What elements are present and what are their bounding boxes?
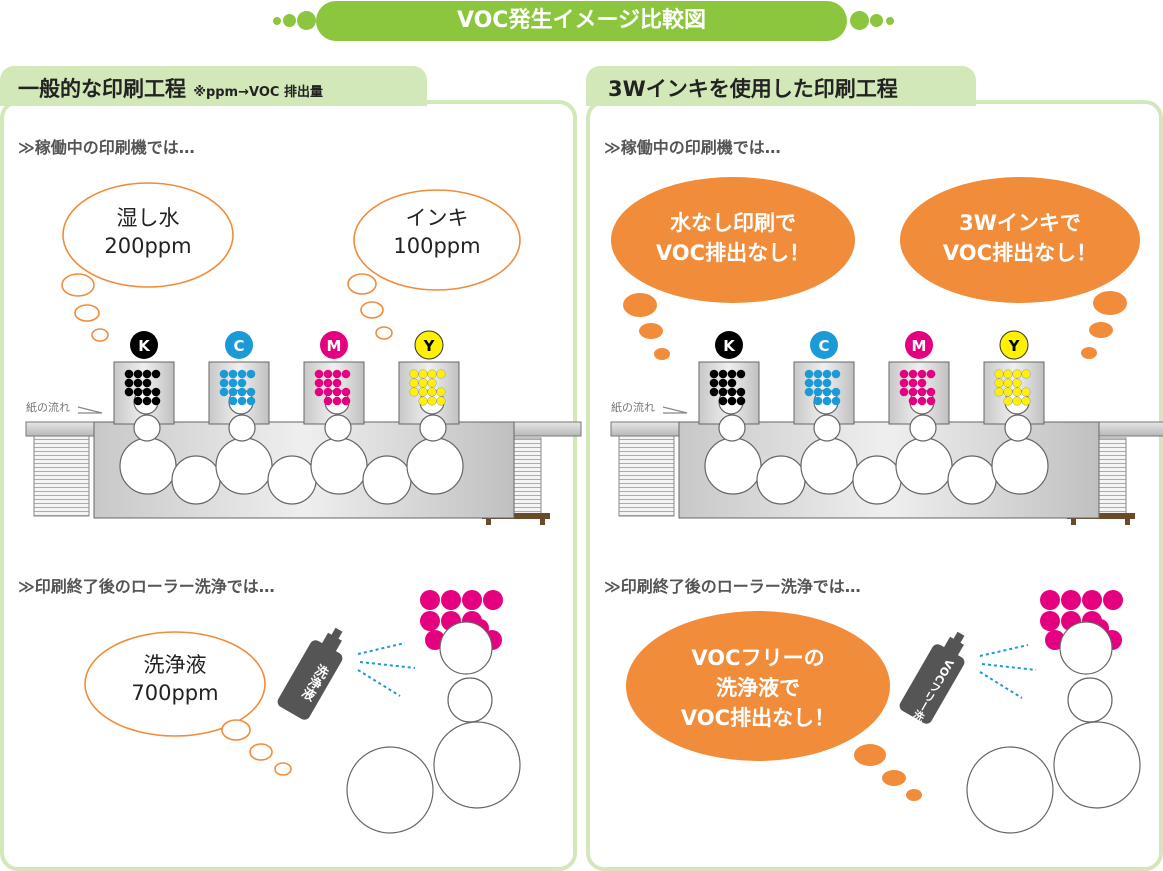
ink-m-label: M xyxy=(912,337,927,355)
ink-y-label: Y xyxy=(423,337,436,355)
ink-c-label: C xyxy=(818,337,829,355)
left-spray-can: 洗浄液 xyxy=(277,627,343,720)
left-cleaning-label: ≫印刷終了後のローラー洗浄では… xyxy=(18,577,275,596)
ink-k-label: K xyxy=(138,337,151,355)
right-bubble1-line2: VOC排出なし！ xyxy=(656,241,810,265)
left-header: 一般的な印刷工程 ※ppm→VOC 排出量 xyxy=(18,73,323,103)
ink-k-label: K xyxy=(723,337,736,355)
left-paper-flow: 紙の流れ xyxy=(26,400,70,414)
left-bubble3-line2: 700ppm xyxy=(131,681,218,705)
page-title: VOC発生イメージ比較図 xyxy=(316,1,847,41)
right-printing-press xyxy=(610,361,1163,526)
left-header-text: 一般的な印刷工程 xyxy=(18,77,186,101)
left-bubble3-line1: 洗浄液 xyxy=(144,653,207,677)
ink-c-label: C xyxy=(233,337,244,355)
left-printing-press xyxy=(25,361,582,526)
right-bubble1-line1: 水なし印刷で xyxy=(670,211,796,235)
left-bubble1-line1: 湿し水 xyxy=(117,206,180,230)
left-cleaning-rollers xyxy=(346,589,521,834)
right-spray-lines xyxy=(979,644,1037,699)
ink-m-label: M xyxy=(327,337,342,355)
title-dot xyxy=(870,14,883,27)
right-running-label: ≫稼働中の印刷機では… xyxy=(604,138,781,157)
right-cleaning-rollers xyxy=(966,589,1141,834)
left-spray-lines xyxy=(357,642,416,697)
left-running-label: ≫稼働中の印刷機では… xyxy=(18,138,195,157)
title-dot xyxy=(297,11,316,30)
right-bubble3-line1: VOCフリーの xyxy=(691,646,824,670)
left-bubble1-line2: 200ppm xyxy=(104,234,191,258)
right-cleaning-label: ≫印刷終了後のローラー洗浄では… xyxy=(604,577,861,596)
right-bubbles xyxy=(611,177,1140,801)
left-header-note: ※ppm→VOC 排出量 xyxy=(193,85,323,100)
left-bubbles xyxy=(61,182,521,776)
title-dot xyxy=(850,11,869,30)
right-bubble2-line1: 3Wインキで xyxy=(959,211,1081,235)
right-tab xyxy=(586,66,976,106)
right-bubble3-line2: 洗浄液で xyxy=(716,676,800,700)
title-dot xyxy=(283,14,296,27)
right-ink-badges: K C M Y xyxy=(715,330,1029,360)
left-bubble2-line2: 100ppm xyxy=(393,234,480,258)
left-ink-badges: K C M Y xyxy=(130,330,444,360)
title-dot xyxy=(886,17,894,25)
left-tab xyxy=(0,66,427,106)
right-bubble3-line3: VOC排出なし！ xyxy=(681,706,835,730)
title-dot xyxy=(273,17,281,25)
right-spray-can: VOCフリー洗浄液 xyxy=(899,631,965,743)
right-bubble2-line2: VOC排出なし！ xyxy=(943,241,1097,265)
ink-y-label: Y xyxy=(1008,337,1021,355)
right-header: 3Wインキを使用した印刷工程 xyxy=(608,77,898,101)
right-paper-flow: 紙の流れ xyxy=(611,400,655,414)
left-bubble2-line1: インキ xyxy=(406,206,469,230)
